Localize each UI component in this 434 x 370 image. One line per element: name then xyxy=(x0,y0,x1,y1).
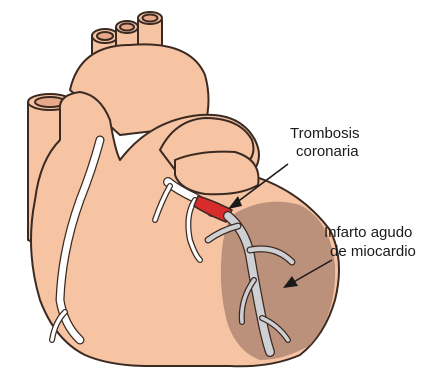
infarct-label-line2: de miocardio xyxy=(330,243,416,260)
atrial-appendage xyxy=(175,152,259,195)
thrombosis-label-line2: coronaria xyxy=(296,143,359,160)
thrombosis-label-line1: Trombosis xyxy=(290,125,359,142)
infarct-label-line1: Infarto agudo xyxy=(324,224,412,241)
